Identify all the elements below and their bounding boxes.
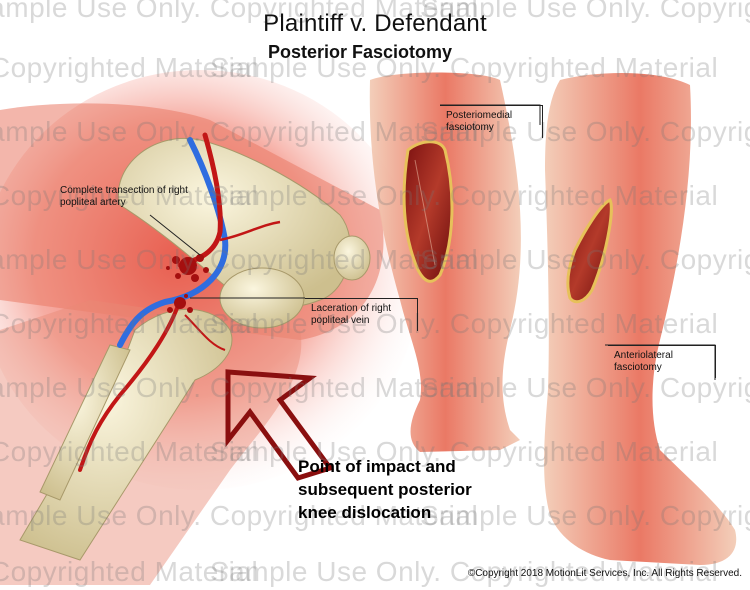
anteriolateral-label: Anteriolateral fasciotomy: [608, 345, 716, 378]
page-subtitle: Posterior Fasciotomy: [268, 42, 453, 62]
impact-arrow: [225, 369, 335, 481]
impact-label: Point of impact and subsequent posterior…: [298, 457, 472, 522]
muscle-fiber: [414, 159, 436, 266]
page-title: Plaintiff v. Defendant: [263, 10, 487, 37]
posteriomedial-incision: [402, 140, 454, 283]
fibula-bone: [39, 344, 131, 501]
laceration-splatter: [167, 294, 193, 313]
vein-laceration-label: Laceration of right popliteal vein: [305, 298, 418, 331]
popliteal-artery-lower: [78, 298, 182, 472]
artery-transection-label: Complete transection of right popliteal …: [60, 185, 188, 208]
artery-branch-2: [184, 314, 226, 351]
artery-branch: [219, 220, 281, 242]
copyright-notice: ©Copyright 2018 MotionLit Services, Inc.…: [467, 568, 742, 579]
popliteal-artery-upper: [177, 132, 223, 268]
popliteal-vein: [117, 137, 229, 348]
artery-leader: [149, 214, 201, 256]
anteriolateral-incision: [566, 197, 613, 304]
patella-bone: [333, 235, 371, 281]
transection-splatter: [166, 254, 209, 282]
anteriolateral-leg: [544, 73, 737, 566]
posteriomedial-label: Posteriomedial fasciotomy: [440, 105, 543, 138]
